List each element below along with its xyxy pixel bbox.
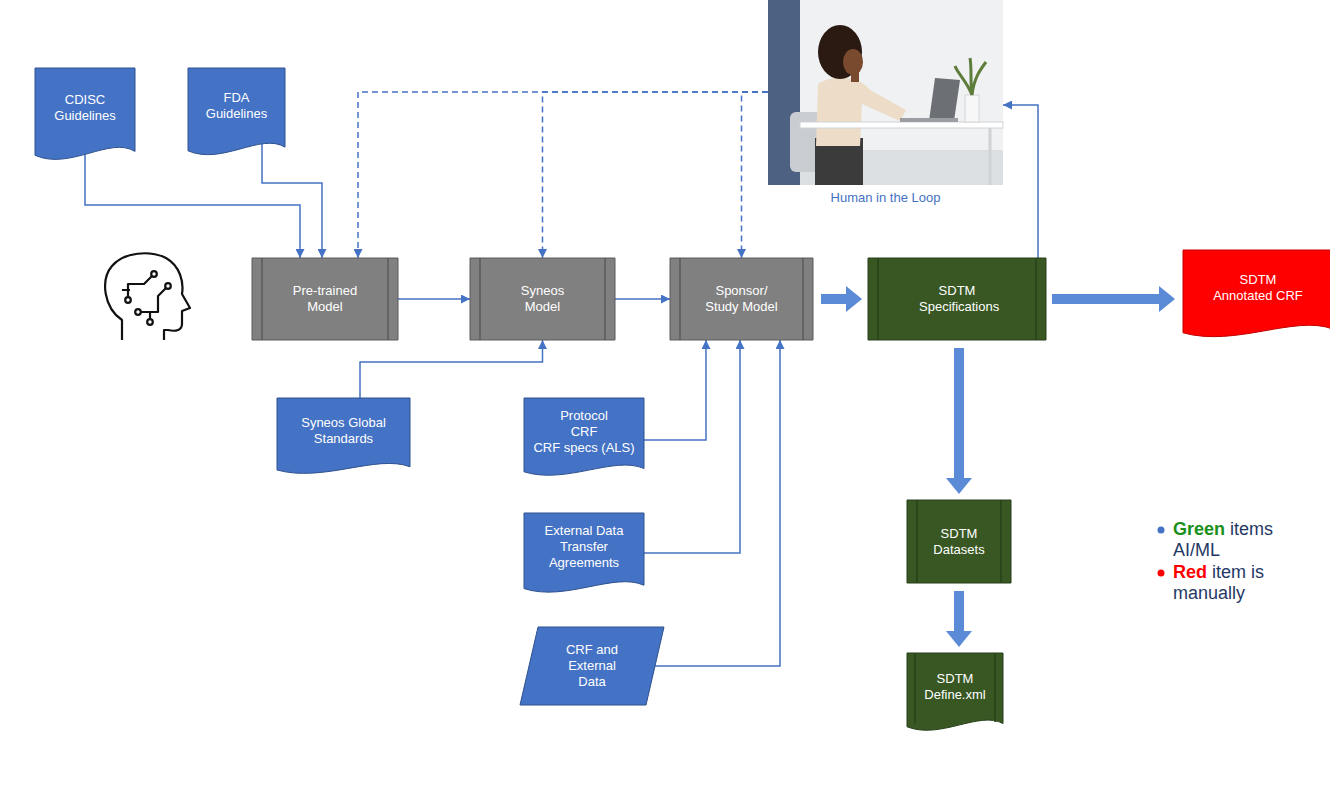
text-area: FDA Guidelines — [188, 68, 285, 143]
feedback-connector — [358, 92, 768, 258]
box-label: CDISC Guidelines — [47, 92, 123, 124]
text-area: SDTM Define.xml — [907, 653, 1003, 720]
connector — [398, 298, 470, 300]
box-label: CRF specs (ALS) — [533, 440, 634, 456]
text-stack: Syneos Global Standards — [299, 415, 389, 447]
data-input: CRF and External Data — [520, 627, 664, 705]
connector — [655, 340, 780, 666]
text-stack: Sponsor/ Study Model — [704, 283, 780, 315]
box-label: SDTM Specifications — [919, 283, 995, 315]
text-stack: CRF and External Data — [562, 642, 622, 690]
legend-note: item is — [1212, 562, 1264, 582]
brain-icon — [105, 253, 190, 340]
text-stack: FDA Guidelines — [199, 90, 275, 122]
legend-keyword: Red — [1173, 562, 1207, 582]
box-label: FDA Guidelines — [199, 90, 275, 122]
input-document: External Data Transfer Agreements — [524, 513, 644, 597]
connector — [644, 340, 740, 553]
text-area: SDTM Datasets — [907, 500, 1011, 583]
manual-output-document: SDTM Annotated CRF — [1183, 250, 1330, 342]
text-area: Pre-trained Model — [252, 258, 398, 340]
block-arrow — [946, 591, 972, 647]
connector — [262, 143, 322, 258]
output-box: SDTM Specifications — [868, 258, 1046, 340]
person-photo — [768, 0, 1003, 185]
block-arrow — [946, 348, 972, 494]
guideline-document: FDA Guidelines — [188, 68, 285, 160]
legend-note: AI/ML — [1173, 540, 1220, 560]
box-label: SDTM Datasets — [921, 526, 997, 558]
box-label: CRF and External Data — [562, 642, 622, 690]
output-document: SDTM Define.xml — [907, 653, 1003, 735]
text-area: Sponsor/ Study Model — [670, 258, 813, 340]
box-label: CRF — [571, 424, 598, 440]
text-area: CDISC Guidelines — [35, 68, 135, 148]
connector — [644, 340, 706, 440]
text-area: External Data Transfer Agreements — [524, 513, 644, 582]
connector — [360, 340, 543, 398]
text-stack: SDTM Datasets — [921, 526, 997, 558]
input-document: ProtocolCRFCRF specs (ALS) — [524, 398, 644, 480]
text-stack: Pre-trained Model — [287, 283, 363, 315]
box-label: Syneos Global Standards — [299, 415, 389, 447]
box-label: SDTM Define.xml — [917, 671, 993, 703]
guideline-document: CDISC Guidelines — [35, 68, 135, 165]
legend-keyword: Green — [1173, 519, 1225, 539]
text-stack: ProtocolCRFCRF specs (ALS) — [533, 408, 634, 456]
legend-note: items — [1230, 519, 1273, 539]
legend-bullets — [1158, 527, 1165, 577]
feedback-connector — [742, 92, 769, 258]
box-label: Syneos Model — [505, 283, 581, 315]
text-area: Syneos Global Standards — [277, 398, 410, 464]
text-stack: Human in the Loop — [831, 190, 941, 206]
text-stack: SDTM Annotated CRF — [1211, 272, 1305, 304]
model-box: Pre-trained Model — [252, 258, 398, 340]
standards-document: Syneos Global Standards — [277, 398, 410, 478]
feedback-connector — [543, 92, 769, 258]
box-label: SDTM Annotated CRF — [1211, 272, 1305, 304]
box-label: External Data Transfer Agreements — [543, 523, 625, 571]
legend-note: manually — [1173, 583, 1245, 603]
model-box: Sponsor/ Study Model — [670, 258, 813, 340]
photo-caption: Human in the Loop — [831, 190, 941, 206]
text-area: SDTM Annotated CRF — [1183, 250, 1330, 325]
connector — [85, 148, 300, 258]
connector — [615, 298, 670, 300]
box-label: Protocol — [560, 408, 608, 424]
block-arrow — [1052, 286, 1175, 312]
text-stack: Syneos Model — [505, 283, 581, 315]
box-label: Sponsor/ Study Model — [704, 283, 780, 315]
box-label: Pre-trained Model — [287, 283, 363, 315]
text-area: ProtocolCRFCRF specs (ALS) — [524, 398, 644, 465]
connector — [1003, 105, 1038, 258]
human-reviewer: Human in the Loop — [768, 0, 1003, 212]
text-area: Human in the Loop — [768, 186, 1003, 210]
text-stack: External Data Transfer Agreements — [543, 523, 625, 571]
text-stack: CDISC Guidelines — [47, 92, 123, 124]
text-stack: SDTM Define.xml — [917, 671, 993, 703]
block-arrow — [821, 286, 862, 312]
text-area: CRF and External Data — [520, 627, 664, 705]
text-stack: SDTM Specifications — [919, 283, 995, 315]
output-box: SDTM Datasets — [907, 500, 1011, 583]
text-area: SDTM Specifications — [868, 258, 1046, 340]
text-area: Syneos Model — [470, 258, 615, 340]
model-box: Syneos Model — [470, 258, 615, 340]
